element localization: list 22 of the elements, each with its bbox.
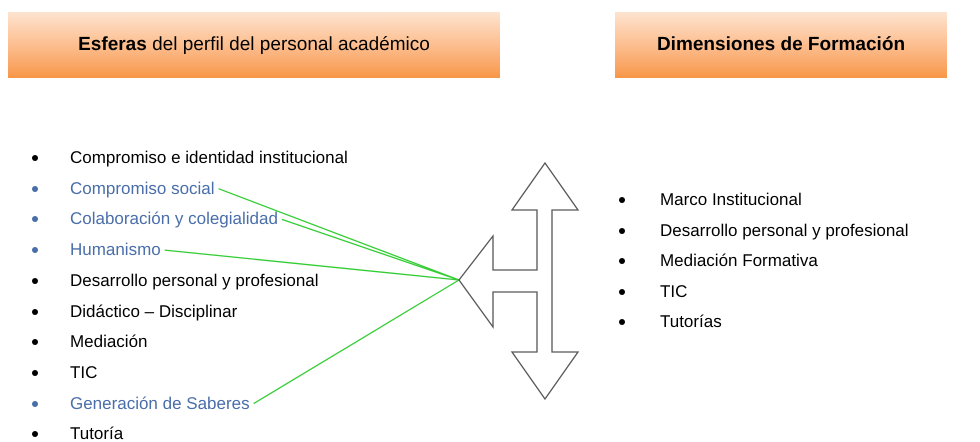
list-item: Desarrollo personal y profesional xyxy=(660,220,909,240)
list-item: TIC xyxy=(70,362,98,383)
connector-line xyxy=(164,249,460,281)
list-item: Didáctico – Disciplinar xyxy=(70,302,238,322)
list-item: Mediación Formativa xyxy=(660,251,818,271)
list-item: Mediación xyxy=(70,332,148,352)
list-item: Desarrollo personal y profesional xyxy=(70,270,319,291)
header-banner xyxy=(8,12,500,78)
list-item: Marco Institucional xyxy=(660,190,802,210)
connector-line xyxy=(253,279,460,404)
list-item: Tutorías xyxy=(660,312,722,332)
list-item: TIC xyxy=(660,282,688,302)
list-item: Compromiso e identidad institucional xyxy=(70,148,348,168)
list-item: Colaboración y colegialidad xyxy=(70,209,278,230)
list-item: Humanismo xyxy=(70,240,161,260)
list-item: Generación de Saberes xyxy=(70,394,250,414)
header-title: Esferas del perfil del personal académico xyxy=(78,32,430,57)
header-banner xyxy=(615,12,947,78)
header-title: Dimensiones de Formación xyxy=(656,32,906,57)
list-item: Compromiso social xyxy=(70,178,215,199)
list-item: Tutoría xyxy=(70,424,124,442)
connector-line xyxy=(282,218,460,281)
